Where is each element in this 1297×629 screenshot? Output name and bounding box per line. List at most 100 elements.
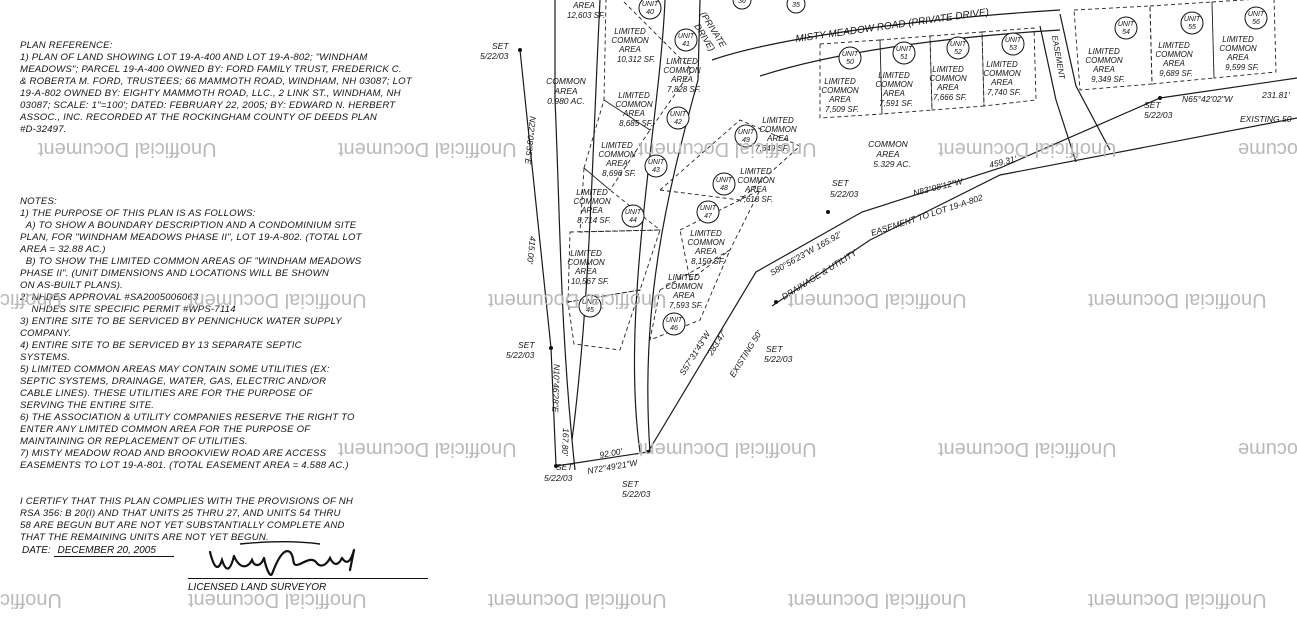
unit-word: UNIT <box>700 205 717 212</box>
notes-line: COMPANY. <box>20 328 72 339</box>
lca-label: LIMITED <box>878 71 910 80</box>
lca-label: LIMITED <box>824 77 856 86</box>
unit-circle <box>732 0 752 10</box>
lca-label: AREA <box>766 134 789 143</box>
unit-circle <box>892 41 916 65</box>
unit-word: UNIT <box>716 177 733 184</box>
common-area-label: COMMON <box>868 139 909 149</box>
notes-line: PHASE II". (UNIT DIMENSIONS AND LOCATION… <box>20 268 330 279</box>
lot-outline <box>603 0 693 131</box>
plan-reference-line: 03087; SCALE: 1"=100'; DATED: FEBRUARY 2… <box>20 100 396 111</box>
notes-line: 4) ENTIRE SITE TO BE SERVICED BY 13 SEPA… <box>20 340 302 351</box>
set-date: 5/22/03 <box>1144 110 1173 120</box>
unit-word: UNIT <box>896 46 913 53</box>
lca-label: LIMITED <box>1222 35 1254 44</box>
set-markers: SET 5/22/03 SET 5/22/03 SET 5/22/03 SET … <box>480 41 1173 499</box>
unit-word: UNIT <box>1248 11 1265 18</box>
lca-label: LIMITED <box>601 141 633 150</box>
unit-number: 42 <box>674 119 682 126</box>
unit-circle <box>712 172 736 196</box>
lot-outline <box>658 119 801 201</box>
easement-text: EASEMENT TO LOT 19-A-802 <box>870 192 985 238</box>
unit-circle <box>786 0 806 14</box>
lca-area: 7,509 SF. <box>825 105 859 114</box>
lca-area: 10,312 SF. <box>617 55 655 64</box>
lca-label: LIMITED <box>614 27 646 36</box>
notes-line: EASEMENTS TO LOT 19-A-801. (TOTAL EASEME… <box>20 460 349 471</box>
lca-area: 7,740 SF. <box>987 88 1021 97</box>
lca-area: 7,593 SF. <box>669 301 703 310</box>
existing-label: EXISTING 50 <box>1240 114 1292 124</box>
lca-labels: LIMITED COMMON AREA 10,312 SF. LIMITED C… <box>567 1 1259 310</box>
certification-line: I CERTIFY THAT THIS PLAN COMPLIES WITH T… <box>20 496 354 507</box>
lca-label: LIMITED <box>666 57 698 66</box>
unit-number: 40 <box>646 9 654 16</box>
lot-outline <box>583 99 651 191</box>
set-date: 5/22/03 <box>830 189 859 199</box>
unit-number: 53 <box>1009 45 1017 52</box>
unit-number: 52 <box>954 49 962 56</box>
certification-line: THAT THE REMAINING UNITS ARE NOT YET BEG… <box>20 532 269 543</box>
lca-label: AREA <box>1092 65 1115 74</box>
unit-circle <box>1001 32 1025 56</box>
lca-area: 8,714 SF. <box>577 216 611 225</box>
notes-line: PLAN, FOR "WINDHAM MEADOWS PHASE II", LO… <box>20 232 362 243</box>
certification-line: 58 ARE BEGUN BUT ARE NOT YET SUBSTANTIAL… <box>20 520 345 531</box>
plan-reference-line: 19-A-802 OWNED BY: EIGHTY MAMMOTH ROAD, … <box>20 88 401 99</box>
lot-outline <box>879 35 933 115</box>
lca-label: COMMON <box>821 86 859 95</box>
lca-label: AREA <box>828 95 851 104</box>
set-point <box>646 450 650 454</box>
lca-label: AREA <box>744 185 767 194</box>
bearing: N83°08'12"W <box>912 176 964 198</box>
notes-line: ON AS-BUILT PLANS). <box>20 280 123 291</box>
lca-label: LIMITED <box>690 229 722 238</box>
set-date: 5/22/03 <box>506 350 535 360</box>
unit-word: UNIT <box>582 299 599 306</box>
easement-label: EASEMENT <box>1050 35 1067 81</box>
lca-area: 8,150 SF. <box>691 257 725 266</box>
set-label: SET <box>1144 100 1161 110</box>
set-label: SET <box>492 41 509 51</box>
lca-label: LIMITED <box>986 60 1018 69</box>
common-area-value: 5.329 AC. <box>873 159 911 169</box>
set-point <box>554 464 558 468</box>
common-area-label: AREA <box>875 149 899 159</box>
lca-area: 7,666 SF. <box>933 93 967 102</box>
lca-label: COMMON <box>573 197 611 206</box>
top-area-label: AREA <box>572 1 595 10</box>
distance: 459.31' <box>988 153 1018 169</box>
unit-number: 46 <box>670 325 678 332</box>
set-label: SET <box>622 479 639 489</box>
unit-word: UNIT <box>1118 21 1135 28</box>
top-area-value: 12,603 SF. <box>567 11 605 20</box>
lot-outline <box>1149 1 1215 85</box>
lca-label: LIMITED <box>576 188 608 197</box>
notes-line: CABLE LINES). THESE UTILITIES ARE FOR TH… <box>20 388 313 399</box>
unit-number: 47 <box>704 213 713 220</box>
lca-area: 9,689 SF. <box>1159 69 1193 78</box>
lca-label: AREA <box>622 109 645 118</box>
unit-circle <box>674 28 698 52</box>
date-value: DECEMBER 20, 2005 <box>53 545 174 557</box>
lca-label: AREA <box>618 45 641 54</box>
boundary-south <box>555 451 649 467</box>
lca-label: COMMON <box>875 80 913 89</box>
notes-line: 5) LIMITED COMMON AREAS MAY CONTAIN SOME… <box>20 364 330 375</box>
unit-word: UNIT <box>670 111 687 118</box>
lca-area: 8,696 SF. <box>602 169 636 178</box>
notes-line: AREA = 32.88 AC.) <box>20 244 106 255</box>
set-date: 5/22/03 <box>480 51 509 61</box>
unit-number: 43 <box>652 167 660 174</box>
common-areas: COMMON AREA 0.980 AC. COMMON AREA 5.329 … <box>546 76 911 169</box>
lca-area: 7,828 SF. <box>667 85 701 94</box>
unit-number: 36 <box>738 0 746 5</box>
lca-label: AREA <box>936 83 959 92</box>
unit-number: 51 <box>900 54 908 61</box>
road-edge-east <box>633 0 666 453</box>
plan-reference-line: ASSOC., INC. RECORDED AT THE ROCKINGHAM … <box>20 112 378 123</box>
lca-label: COMMON <box>929 74 967 83</box>
unit-number: 44 <box>629 217 637 224</box>
lot-outline <box>819 39 883 119</box>
lca-label: AREA <box>1162 59 1185 68</box>
